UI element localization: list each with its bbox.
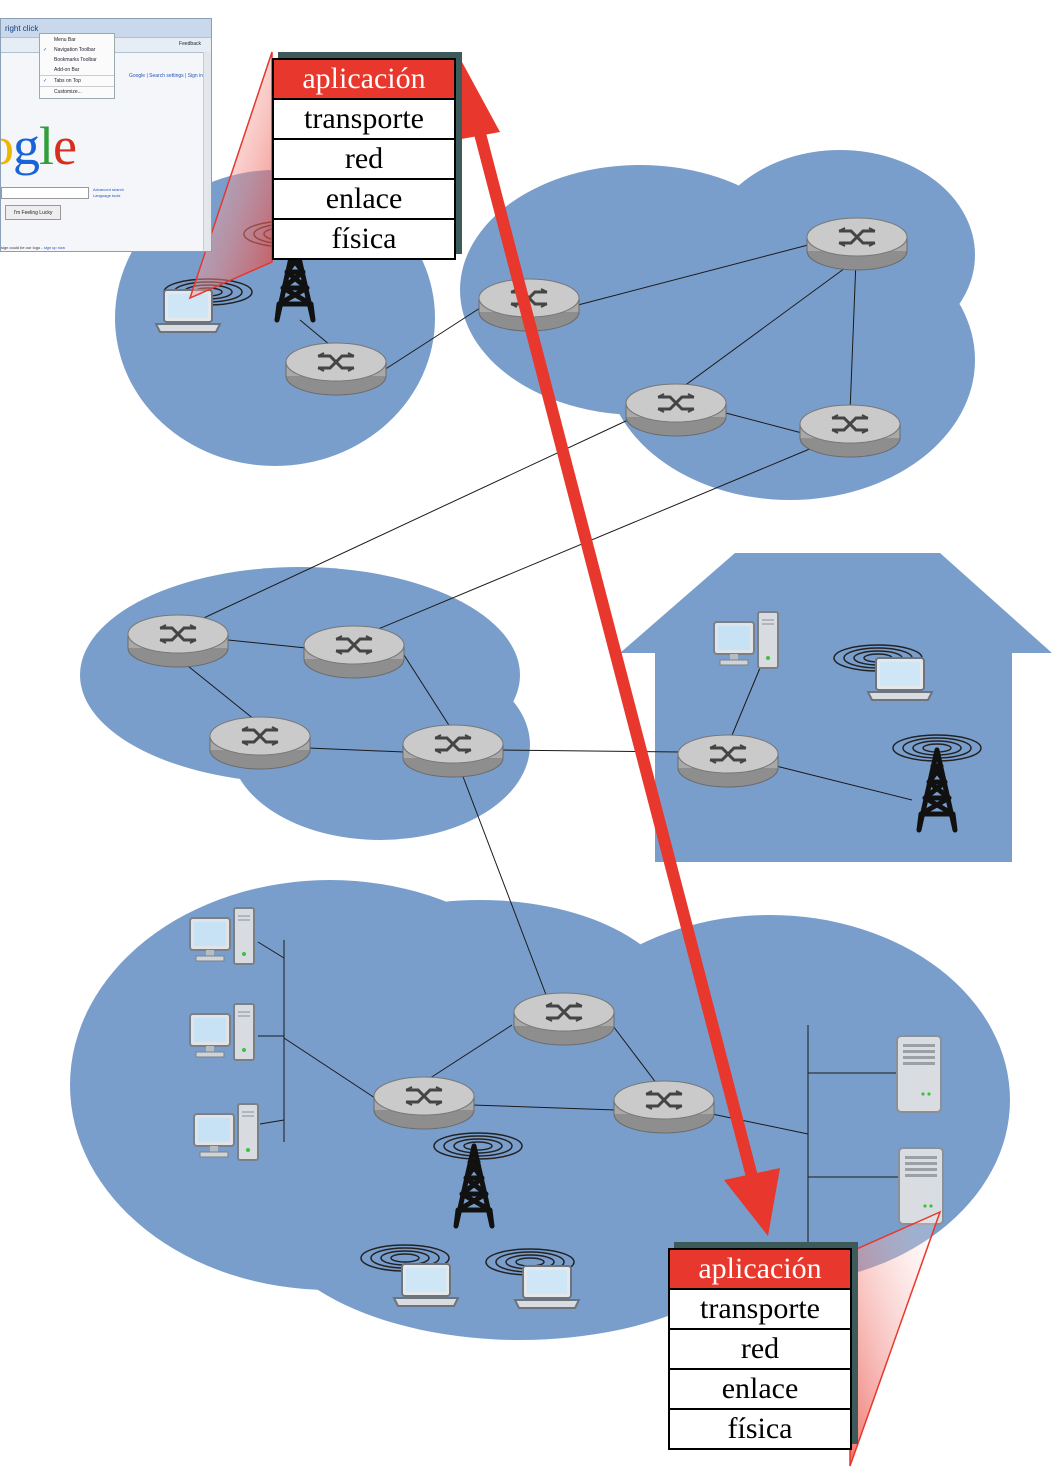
- laptop-icon: [155, 289, 221, 333]
- footer-text: sign could be our logo -: [1, 245, 44, 250]
- layer-transport: transporte: [274, 98, 454, 138]
- feedback-button[interactable]: Feedback: [179, 41, 201, 47]
- router-icon: [372, 1075, 476, 1131]
- footer-link[interactable]: sign up now: [43, 245, 66, 250]
- application-communication-arrow: [456, 62, 780, 1236]
- layer-link: enlace: [274, 178, 454, 218]
- router-icon: [284, 341, 388, 397]
- router-icon: [401, 723, 505, 779]
- router-icon: [512, 991, 616, 1047]
- layer-application: aplicación: [274, 60, 454, 98]
- layer-network: red: [670, 1328, 850, 1368]
- callout-beam-server: [849, 1210, 942, 1467]
- layer-application: aplicación: [670, 1250, 850, 1288]
- language-tools-link[interactable]: Language tools: [93, 193, 121, 198]
- top-links[interactable]: Google | Search settings | Sign in: [128, 73, 203, 79]
- menu-item-add-on-bar[interactable]: Add-on Bar: [54, 67, 80, 73]
- layer-physical: física: [274, 218, 454, 258]
- menu-item-bookmarks-toolbar[interactable]: Bookmarks Toolbar: [54, 57, 97, 63]
- feeling-lucky-button[interactable]: I'm Feeling Lucky: [5, 205, 61, 220]
- google-logo: ogle: [1, 116, 77, 176]
- router-icon: [624, 382, 728, 438]
- protocol-stack-client: aplicación transporte red enlace física: [272, 58, 456, 260]
- menu-item-customize[interactable]: Customize...: [40, 86, 114, 97]
- laptop-icon: [867, 657, 933, 701]
- advanced-search-link[interactable]: Advanced search: [93, 187, 124, 192]
- router-icon: [612, 1079, 716, 1135]
- scrollbar[interactable]: [203, 52, 211, 251]
- network-cloud-enterprise-bottom: [70, 880, 1010, 1340]
- router-icon: [798, 403, 902, 459]
- layer-transport: transporte: [670, 1288, 850, 1328]
- server-icon: [898, 1147, 944, 1225]
- protocol-stack-server: aplicación transporte red enlace física: [668, 1248, 852, 1450]
- network-cloud-isp-middle: [80, 567, 530, 840]
- router-icon: [302, 624, 406, 680]
- router-icon: [208, 715, 312, 771]
- search-input[interactable]: [1, 187, 89, 199]
- server-icon: [896, 1035, 942, 1113]
- router-icon: [676, 733, 780, 789]
- laptop-icon: [393, 1263, 459, 1307]
- browser-titlebar: right click: [1, 19, 211, 37]
- home-network: [620, 553, 1052, 862]
- router-icon: [805, 216, 909, 272]
- browser-title: right click: [5, 23, 39, 33]
- menu-item-tabs-on-top[interactable]: Tabs on Top: [40, 75, 114, 86]
- laptop-icon: [514, 1265, 580, 1309]
- layer-physical: física: [670, 1408, 850, 1448]
- layer-network: red: [274, 138, 454, 178]
- advanced-links[interactable]: Advanced search Language tools: [93, 187, 124, 199]
- menu-item-navigation-toolbar[interactable]: Navigation Toolbar: [40, 45, 114, 55]
- browser-footer: sign could be our logo - sign up now: [1, 245, 65, 250]
- toolbar-context-menu: Menu Bar Navigation Toolbar Bookmarks To…: [39, 33, 115, 99]
- menu-item-menu-bar[interactable]: Menu Bar: [54, 37, 76, 43]
- layer-link: enlace: [670, 1368, 850, 1408]
- router-icon: [126, 613, 230, 669]
- browser-window: right click Feedback Menu Bar Navigation…: [0, 18, 212, 252]
